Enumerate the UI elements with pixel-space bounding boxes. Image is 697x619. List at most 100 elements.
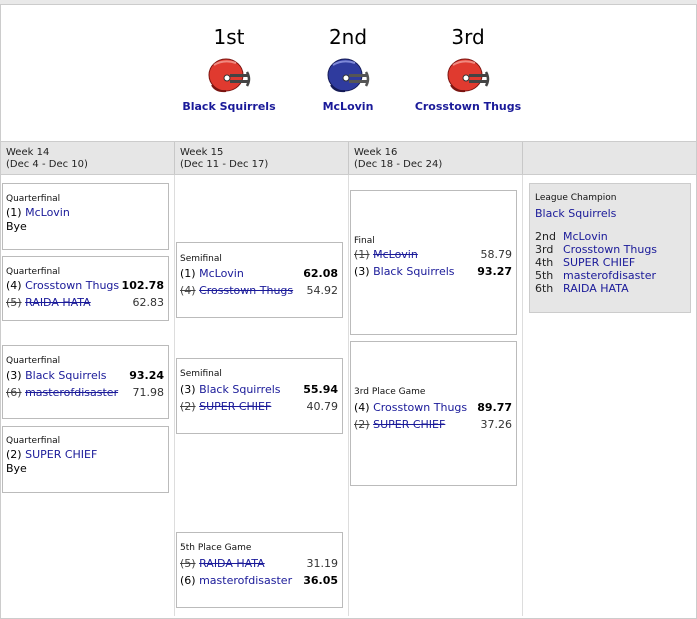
team-seed: (1) <box>6 206 22 219</box>
quarterfinal-game-1: Quarterfinal (1) McLovin Bye <box>2 183 169 250</box>
podium-first: 1st Black Squirrels <box>164 26 294 113</box>
game-title: Final <box>354 236 375 246</box>
team-link[interactable]: SUPER CHIEF <box>199 400 272 413</box>
bye-label: Bye <box>6 220 27 233</box>
week-label: Week 15 <box>180 147 224 158</box>
team-row: (6) masterofdisaster 36.05 <box>180 574 338 588</box>
football-helmet-icon <box>447 58 490 93</box>
week-dates: (Dec 11 - Dec 17) <box>180 159 269 170</box>
team-seed: (4) <box>180 284 196 297</box>
champion-title: League Champion <box>535 193 617 203</box>
game-title: 5th Place Game <box>180 543 252 553</box>
third-place-game: 3rd Place Game (4) Crosstown Thugs 89.77… <box>350 341 517 486</box>
team-score: 36.05 <box>303 574 338 587</box>
team-seed: (5) <box>6 296 22 309</box>
team-link[interactable]: McLovin <box>373 248 418 261</box>
team-seed: (3) <box>354 265 370 278</box>
team-link[interactable]: Black Squirrels <box>199 383 281 396</box>
team-row: (4) Crosstown Thugs 89.77 <box>354 401 512 415</box>
team-seed: (3) <box>6 369 22 382</box>
team-link[interactable]: McLovin <box>25 206 70 219</box>
game-title: Quarterfinal <box>6 267 61 277</box>
football-helmet-icon <box>208 58 251 93</box>
team-seed: (4) <box>6 279 22 292</box>
team-row: (2) SUPER CHIEF 37.26 <box>354 418 512 432</box>
team-score: 37.26 <box>480 418 513 431</box>
team-row: (5) RAIDA HATA 31.19 <box>180 557 338 571</box>
team-link[interactable]: RAIDA HATA <box>25 296 91 309</box>
podium-team-link[interactable]: Black Squirrels <box>182 100 276 113</box>
game-title: Quarterfinal <box>6 436 61 446</box>
team-link[interactable]: Black Squirrels <box>25 369 107 382</box>
team-score: 40.79 <box>306 400 339 413</box>
rank-team-link[interactable]: SUPER CHIEF <box>563 256 636 269</box>
podium-team-link[interactable]: McLovin <box>322 100 374 113</box>
semifinal-game-1: Semifinal (1) McLovin 62.08 (4) Crosstow… <box>176 242 343 318</box>
football-helmet-icon <box>327 58 370 93</box>
team-link[interactable]: masterofdisaster <box>199 574 293 587</box>
podium-third: 3rd Crosstown Thugs <box>403 26 533 113</box>
rank-team-link[interactable]: RAIDA HATA <box>563 282 629 295</box>
team-link[interactable]: masterofdisaster <box>25 386 119 399</box>
rank-team-link[interactable]: McLovin <box>563 230 608 243</box>
week-header-bar: Week 14 (Dec 4 - Dec 10) Week 15 (Dec 11… <box>1 141 696 175</box>
team-seed: (6) <box>180 574 196 587</box>
team-score: 55.94 <box>303 383 338 396</box>
column-divider <box>522 175 523 616</box>
champion-header <box>523 142 696 174</box>
column-divider <box>348 175 349 616</box>
team-row: (1) McLovin 62.08 <box>180 267 338 281</box>
team-link[interactable]: SUPER CHIEF <box>373 418 446 431</box>
team-seed: (2) <box>354 418 370 431</box>
champion-team-link[interactable]: Black Squirrels <box>535 207 617 220</box>
rank-label: 4th <box>535 256 554 269</box>
team-score: 89.77 <box>477 401 512 414</box>
final-game: Final (1) McLovin 58.79 (3) Black Squirr… <box>350 190 517 335</box>
rank-team-link[interactable]: Crosstown Thugs <box>563 243 658 256</box>
team-seed: (2) <box>180 400 196 413</box>
semifinal-game-2: Semifinal (3) Black Squirrels 55.94 (2) … <box>176 358 343 434</box>
team-row: (3) Black Squirrels 93.27 <box>354 265 512 279</box>
team-row: (1) McLovin 58.79 <box>354 248 512 262</box>
ranking-row: 2nd McLovin <box>535 230 608 243</box>
team-row: (2) SUPER CHIEF 40.79 <box>180 400 338 414</box>
team-row: (3) Black Squirrels 93.24 <box>6 369 164 383</box>
team-score: 102.78 <box>121 279 164 292</box>
team-link[interactable]: RAIDA HATA <box>199 557 265 570</box>
team-row: (5) RAIDA HATA 62.83 <box>6 296 164 310</box>
team-link[interactable]: SUPER CHIEF <box>25 448 98 461</box>
team-seed: (1) <box>354 248 370 261</box>
league-champion-panel: League Champion Black Squirrels 2nd McLov… <box>529 183 691 313</box>
game-title: 3rd Place Game <box>354 387 426 397</box>
rank-team-link[interactable]: masterofdisaster <box>563 269 656 282</box>
rank-label: 2nd <box>535 230 556 243</box>
team-seed: (3) <box>180 383 196 396</box>
quarterfinal-game-2: Quarterfinal (4) Crosstown Thugs 102.78 … <box>2 256 169 321</box>
team-row: (3) Black Squirrels 55.94 <box>180 383 338 397</box>
team-row: (4) Crosstown Thugs 102.78 <box>6 279 164 293</box>
team-score: 54.92 <box>306 284 339 297</box>
rank-label: 5th <box>535 269 554 282</box>
ranking-row: 4th SUPER CHIEF <box>535 256 635 269</box>
game-title: Quarterfinal <box>6 356 61 366</box>
top-strip <box>0 0 697 4</box>
team-link[interactable]: Crosstown Thugs <box>199 284 294 297</box>
team-link[interactable]: Crosstown Thugs <box>373 401 468 414</box>
podium-place: 1st <box>213 25 245 49</box>
team-seed: (4) <box>354 401 370 414</box>
team-link[interactable]: Crosstown Thugs <box>25 279 120 292</box>
game-title: Quarterfinal <box>6 194 61 204</box>
team-score: 31.19 <box>306 557 339 570</box>
team-row: (6) masterofdisaster 71.98 <box>6 386 164 400</box>
team-seed: (1) <box>180 267 196 280</box>
team-row: (2) SUPER CHIEF <box>6 448 164 462</box>
podium-team-link[interactable]: Crosstown Thugs <box>414 100 522 113</box>
team-link[interactable]: McLovin <box>199 267 244 280</box>
fifth-place-game: 5th Place Game (5) RAIDA HATA 31.19 (6) … <box>176 532 343 608</box>
ranking-row: 5th masterofdisaster <box>535 269 656 282</box>
week-dates: (Dec 18 - Dec 24) <box>354 159 443 170</box>
team-link[interactable]: Black Squirrels <box>373 265 455 278</box>
quarterfinal-game-3: Quarterfinal (3) Black Squirrels 93.24 (… <box>2 345 169 419</box>
team-score: 62.08 <box>303 267 338 280</box>
